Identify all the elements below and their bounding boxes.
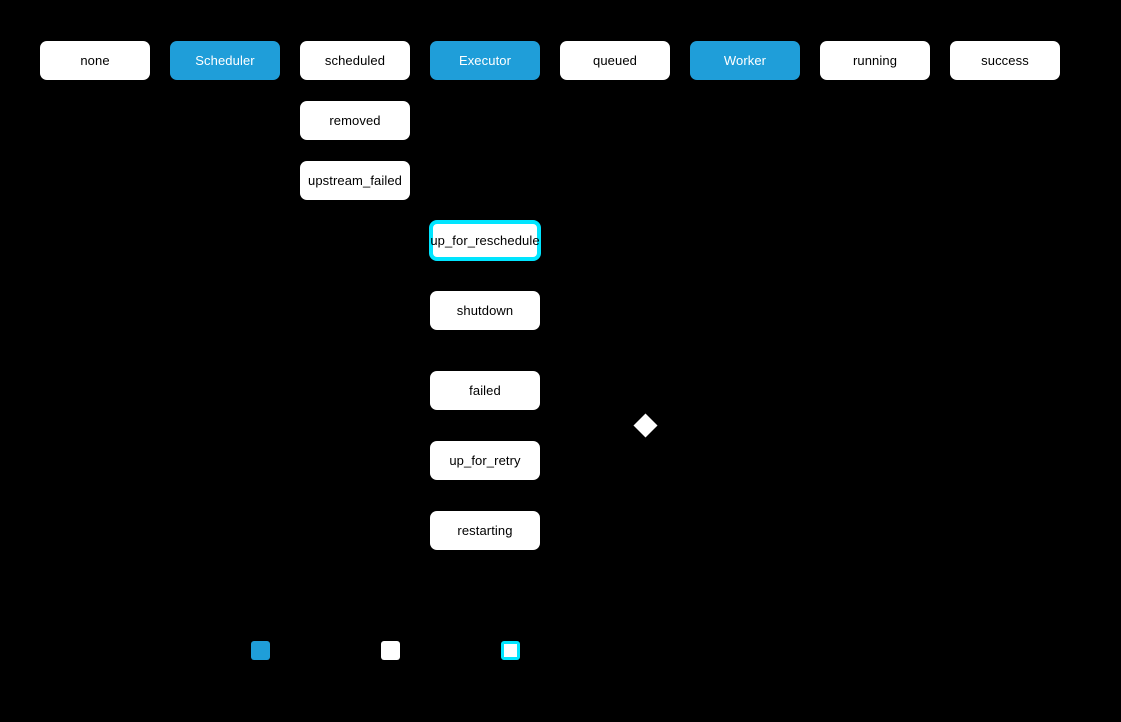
node-up_for_retry[interactable]: up_for_retry <box>430 441 540 480</box>
node-shutdown[interactable]: shutdown <box>430 291 540 330</box>
node-label: up_for_retry <box>449 453 521 468</box>
node-upstream_failed[interactable]: upstream_failed <box>300 161 410 200</box>
node-scheduler[interactable]: Scheduler <box>170 41 280 80</box>
node-label: upstream_failed <box>308 173 402 188</box>
node-success[interactable]: success <box>950 41 1060 80</box>
node-label: success <box>981 53 1029 68</box>
node-scheduled[interactable]: scheduled <box>300 41 410 80</box>
legend-highlight-swatch <box>501 641 520 660</box>
diamond-marker-icon <box>632 412 658 438</box>
node-label: restarting <box>457 523 513 538</box>
legend-actor-swatch <box>251 641 270 660</box>
node-restarting[interactable]: restarting <box>430 511 540 550</box>
node-queued[interactable]: queued <box>560 41 670 80</box>
node-label: Executor <box>458 53 512 68</box>
node-none[interactable]: none <box>40 41 150 80</box>
node-label: queued <box>593 53 637 68</box>
node-worker[interactable]: Worker <box>690 41 800 80</box>
legend-state-swatch <box>381 641 400 660</box>
node-label: running <box>852 53 898 68</box>
node-up_for_reschedule[interactable]: up_for_reschedule <box>430 221 540 260</box>
node-removed[interactable]: removed <box>300 101 410 140</box>
node-label: removed <box>329 113 381 128</box>
node-label: up_for_reschedule <box>430 233 540 248</box>
node-label: failed <box>469 383 501 398</box>
node-running[interactable]: running <box>820 41 930 80</box>
node-failed[interactable]: failed <box>430 371 540 410</box>
node-label: Scheduler <box>195 53 255 68</box>
node-executor[interactable]: Executor <box>430 41 540 80</box>
node-label: Worker <box>723 53 767 68</box>
node-label: none <box>80 53 110 68</box>
node-label: shutdown <box>456 303 514 318</box>
node-label: scheduled <box>324 53 386 68</box>
